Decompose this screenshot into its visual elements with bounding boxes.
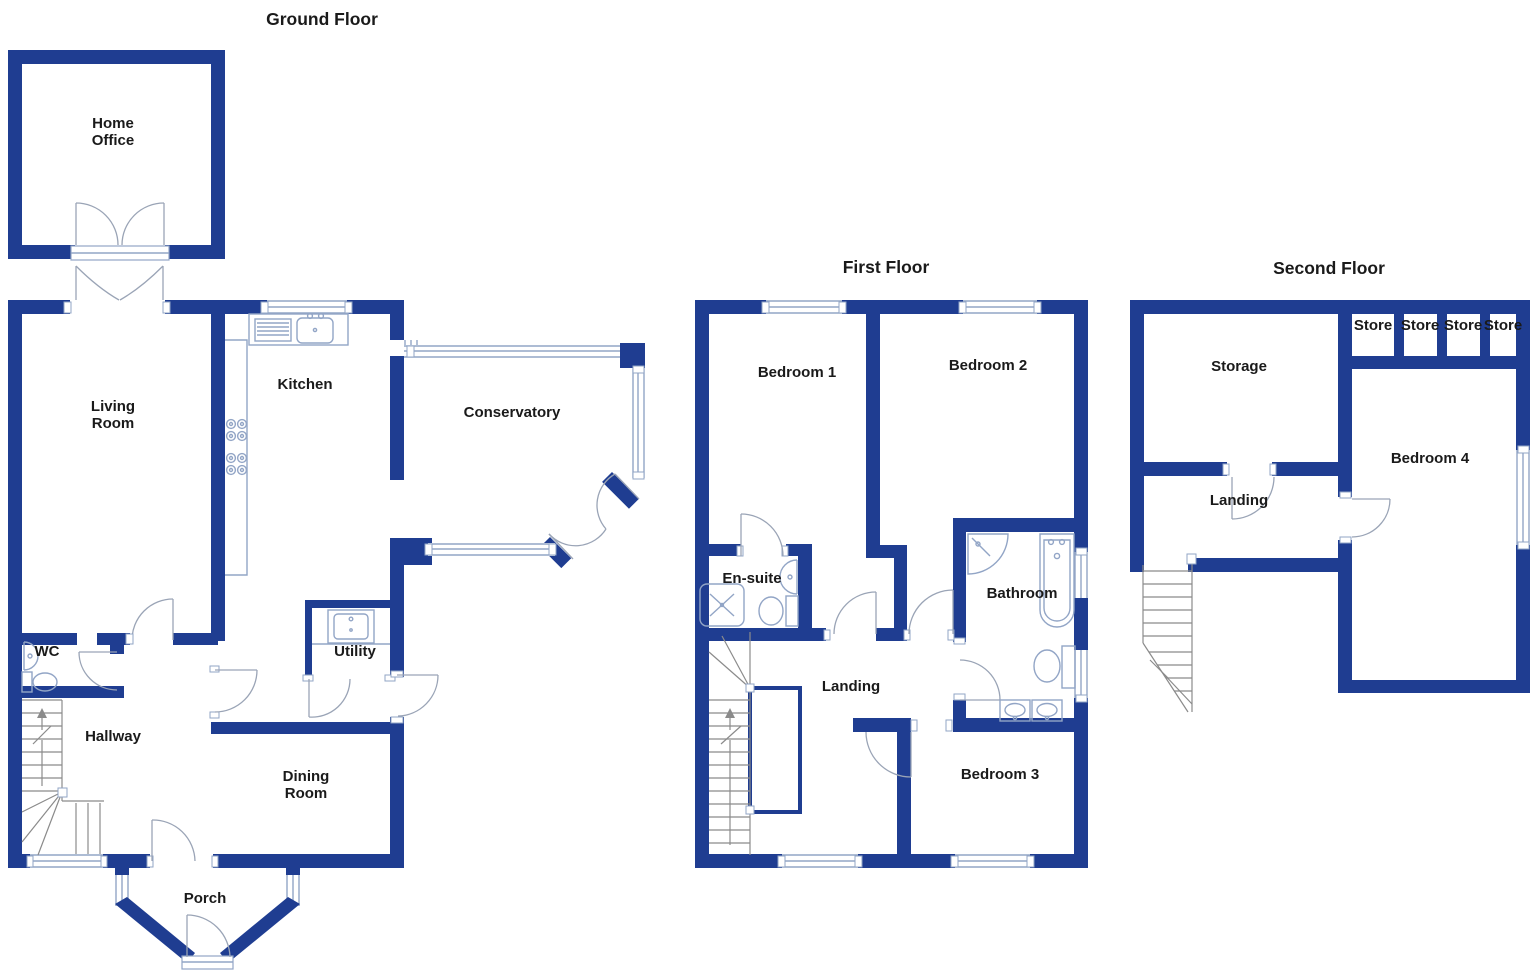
second-floor-title: Second Floor [1273,258,1385,278]
porch-front-door [181,914,234,970]
ensuite-sink [779,559,798,595]
hall-dining-door [209,665,258,719]
wc-door [78,651,118,691]
conservatory-window-walls [404,343,645,569]
label-wc: WC [35,643,60,660]
ensuite-toilet [758,595,799,627]
ground-floor: Ground Floor [8,9,645,970]
home-office-double-door [70,202,170,261]
label-bedroom3: Bedroom 3 [961,766,1039,783]
storage-door [1222,463,1277,520]
label-bedroom4: Bedroom 4 [1391,450,1470,467]
conservatory-french-doors [548,473,640,560]
wc-sink [23,641,39,671]
bedroom4-door [1339,491,1391,544]
bathroom-toilet [1033,645,1076,689]
porch: Porch [115,868,300,970]
label-bedroom1: Bedroom 1 [758,364,836,381]
second-floor: Second Floor [1130,258,1530,713]
bedroom4-window [1516,445,1530,550]
porch-hall-door [146,819,219,868]
bedroom2-door [903,589,955,641]
bedroom1-window [761,300,847,314]
label-landing-first: Landing [822,678,880,695]
bathroom-door [953,637,1001,701]
label-store-1: Store [1354,317,1392,334]
first-stairs [708,632,802,855]
second-interior-walls [1144,314,1530,693]
label-ensuite: En-suite [722,570,781,587]
bedroom3-door [865,719,953,778]
label-kitchen: Kitchen [277,376,332,393]
bathroom-window-lower [1074,650,1088,703]
kitchen-counter-hob [225,339,248,576]
label-storage: Storage [1211,358,1267,375]
ground-interior-walls [22,300,393,734]
bedroom2-window [958,300,1042,314]
kitchen-window [63,300,353,314]
ensuite-door [736,513,789,557]
ground-floor-title: Ground Floor [266,9,378,29]
ensuite-shower [699,583,745,627]
landing-window [777,854,863,868]
bathroom-bath [1039,533,1075,628]
label-landing-second: Landing [1210,492,1268,509]
label-bedroom2: Bedroom 2 [949,357,1027,374]
second-outer-walls [1130,300,1530,693]
label-store-2: Store [1401,317,1439,334]
living-room-double-door [75,265,164,301]
bedroom3-window [950,854,1035,868]
living-room-door [125,598,174,645]
label-store-3: Store [1444,317,1482,334]
label-utility: Utility [334,643,376,660]
bathroom-window-upper [1074,547,1088,598]
label-porch: Porch [184,890,227,907]
bedroom1-door [823,591,877,641]
ground-outer-walls [8,300,404,868]
home-office-walls [8,50,225,259]
label-hallway: Hallway [85,728,142,745]
label-store-4: Store [1484,317,1522,334]
label-conservatory: Conservatory [464,404,561,421]
utility-door [302,674,396,718]
first-floor-title: First Floor [843,257,930,277]
hob-burners [225,418,248,476]
label-bathroom: Bathroom [987,585,1058,602]
first-outer-walls [695,300,1088,868]
wc-toilet [21,671,58,693]
back-door [390,670,439,724]
utility-sink [312,609,390,645]
second-stairs [1142,553,1197,713]
first-interior-walls [695,300,1074,854]
bathroom-corner-shower [967,533,1009,575]
first-floor: First Floor [695,257,1088,868]
hallway-window [26,854,108,868]
ground-stairs [21,699,104,856]
conservatory: Conservatory [404,343,645,569]
bathroom-sinks [999,699,1063,722]
kitchen-sink-unit [248,312,349,346]
